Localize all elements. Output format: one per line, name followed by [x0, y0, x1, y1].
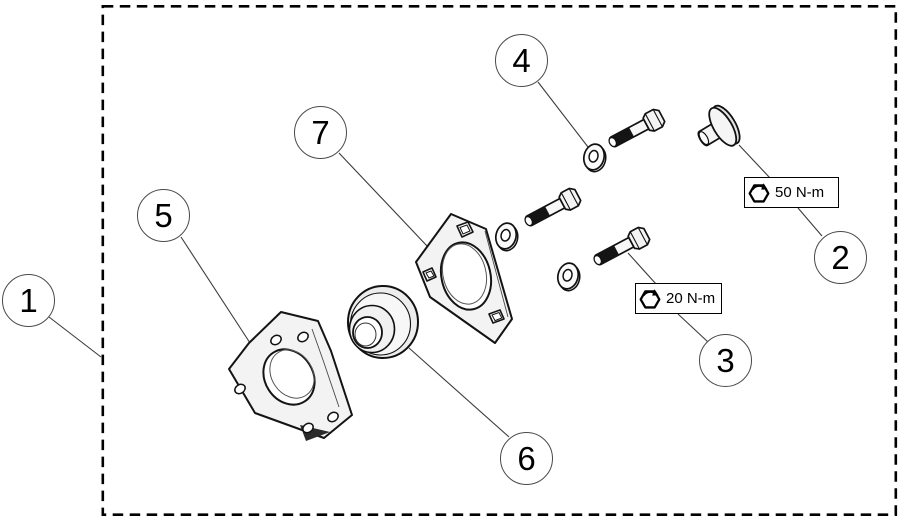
hex-bolt-part-3 [589, 224, 653, 272]
retainer-plug-part [697, 104, 741, 147]
callout-1[interactable]: 1 [2, 274, 55, 327]
hex-bolt-part-1 [604, 106, 668, 154]
leader-line-4 [537, 81, 589, 148]
torque-label-50nm: 50 N-m [744, 177, 839, 208]
torque-hex-icon [639, 288, 661, 309]
callout-7-number: 7 [311, 114, 330, 151]
callout-2-number: 2 [831, 239, 850, 276]
leader-line-6 [408, 347, 510, 438]
hex-bolt-part-2 [520, 185, 584, 233]
leader-line-7 [338, 152, 429, 248]
leader-line-1 [48, 316, 102, 358]
washer-part-2 [491, 220, 522, 254]
callout-7[interactable]: 7 [294, 106, 347, 159]
washer-part-3 [553, 260, 584, 294]
callout-5-number: 5 [154, 197, 173, 234]
torque-hex-icon [748, 182, 770, 203]
callout-6[interactable]: 6 [500, 432, 553, 485]
bearing-part [347, 285, 419, 359]
flange-housing-part [228, 311, 353, 441]
leader-line-3a [627, 252, 657, 285]
callout-3-number: 3 [716, 342, 735, 379]
leader-line-5 [180, 236, 253, 347]
callout-4[interactable]: 4 [495, 34, 548, 87]
flange-plate-part [415, 213, 513, 344]
callout-1-number: 1 [19, 282, 38, 319]
torque-label-20nm: 20 N-m [635, 283, 722, 314]
torque-value: 20 N-m [666, 290, 716, 307]
callout-6-number: 6 [517, 440, 536, 477]
leader-lines [48, 81, 823, 438]
leader-line-3b [677, 313, 709, 343]
callout-5[interactable]: 5 [137, 189, 190, 242]
washer-part-1 [579, 141, 610, 175]
dashed-border [101, 5, 898, 516]
leader-line-2b [797, 207, 823, 237]
callout-4-number: 4 [512, 42, 531, 79]
leader-line-2a [738, 144, 771, 179]
torque-value: 50 N-m [775, 184, 825, 201]
callout-2[interactable]: 2 [814, 231, 867, 284]
callout-3[interactable]: 3 [699, 334, 752, 387]
